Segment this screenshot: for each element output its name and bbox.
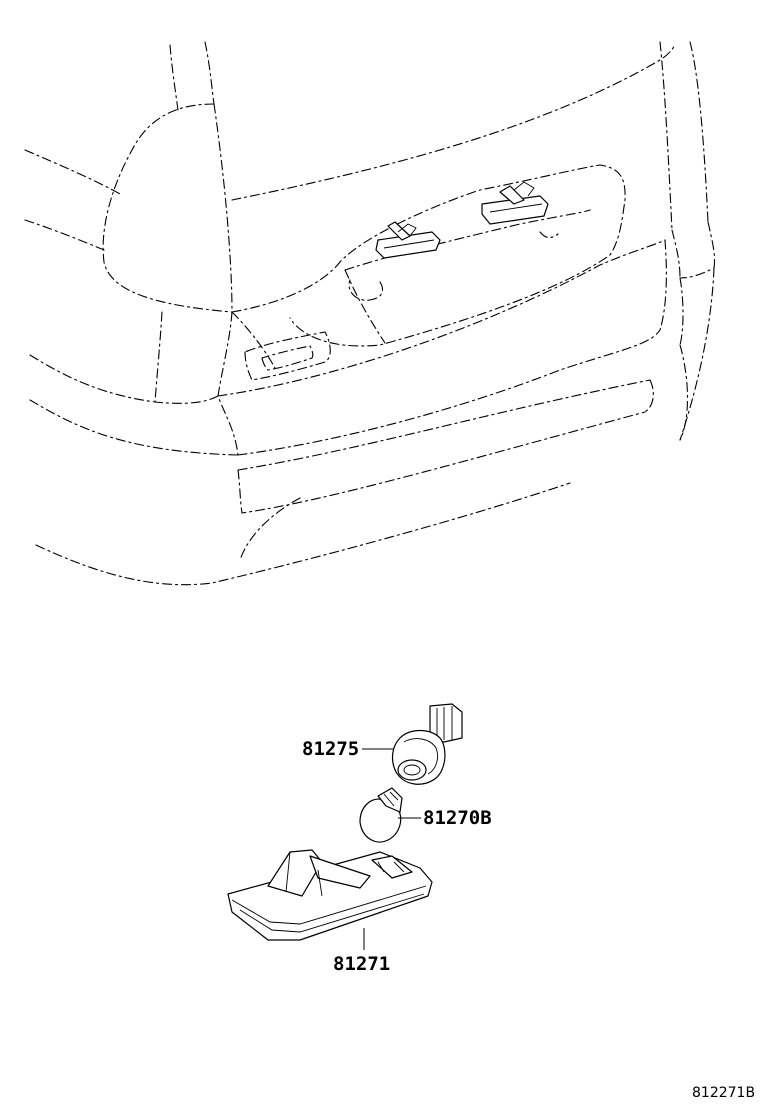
installed-lamp-left (375, 221, 441, 259)
part-label-81270B[interactable]: 81270B (423, 807, 492, 829)
drawing-code: 812271B (692, 1085, 755, 1101)
vehicle-rear-outline (24, 41, 716, 586)
socket-81275 (391, 703, 463, 785)
part-label-81275[interactable]: 81275 (302, 738, 359, 760)
part-label-81271[interactable]: 81271 (333, 953, 390, 975)
installed-lamp-right (481, 181, 549, 225)
lamp-housing-81271 (227, 849, 433, 941)
bulb-81270B (359, 787, 403, 843)
